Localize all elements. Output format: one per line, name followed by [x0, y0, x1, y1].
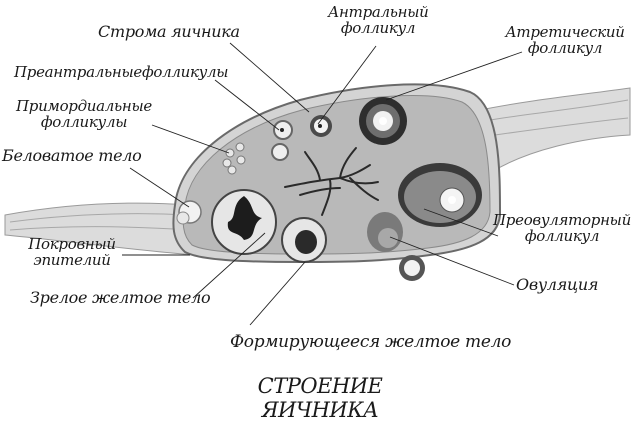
forming-corpus-luteum [281, 217, 327, 263]
label-preovulatory-line1: Преовуляторный [493, 211, 631, 229]
preovulatory-follicle [398, 163, 482, 227]
label-corpus-albicans: Беловатое тело [2, 146, 142, 165]
blood-vessels [284, 147, 379, 216]
label-antral-follicle: Антральный фолликул [328, 3, 429, 37]
ovary-illustration [4, 42, 631, 326]
label-atretic-line1: Атретический [505, 23, 625, 41]
antral-follicle [310, 115, 332, 137]
preantral-follicles [271, 120, 293, 161]
label-preantral-follicles: Преантральныефолликулы [14, 63, 229, 81]
label-antral-line1: Антральный [328, 3, 429, 21]
label-mature-corpus-luteum: Зрелое желтое тело [30, 288, 211, 307]
label-primordial-follicles: Примордиальные фолликулы [14, 98, 154, 130]
label-preovulatory-follicle: Преовуляторный фолликул [492, 212, 632, 244]
label-primordial-line2: фолликулы [40, 113, 128, 131]
label-ovarian-stroma: Строма яичника [98, 22, 240, 41]
ligament-right [479, 87, 631, 171]
label-antral-line2: фолликул [340, 19, 416, 37]
label-forming-corpus-luteum: Формирующееся желтое тело [230, 332, 512, 352]
label-primordial-line1: Примордиальные [15, 97, 152, 115]
label-atretic-line2: фолликул [527, 39, 603, 57]
label-atretic-follicle: Атретический фолликул [505, 24, 625, 56]
leader-lines [122, 42, 523, 326]
label-ovulation: Овуляция [516, 275, 599, 294]
atretic-follicle [359, 97, 407, 145]
ovulation-site [367, 212, 425, 281]
label-surface-epithelium: Покровный эпителий [22, 236, 122, 268]
mature-corpus-luteum [211, 189, 277, 255]
label-epithelium-line2: эпителий [33, 251, 111, 269]
label-epithelium-line1: Покровный [28, 235, 116, 253]
label-preovulatory-line2: фолликул [524, 227, 600, 245]
primordial-follicles [222, 142, 246, 175]
diagram-title: СТРОЕНИЕ ЯИЧНИКА [257, 374, 383, 422]
corpus-albicans [176, 200, 202, 225]
